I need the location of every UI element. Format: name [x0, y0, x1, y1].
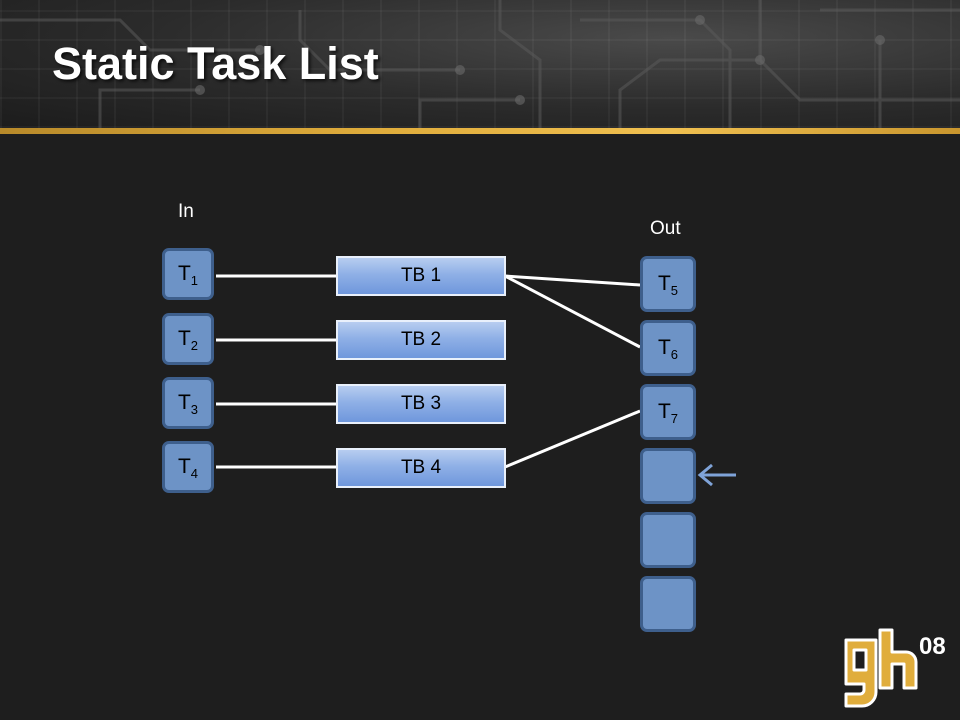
- input-task-subscript: 1: [190, 272, 199, 288]
- thread-block-4: TB 4: [336, 448, 506, 488]
- input-task-subscript: 4: [190, 465, 199, 481]
- output-slot-6-empty: [640, 576, 696, 632]
- slide-title: Static Task List: [52, 38, 379, 89]
- gh08-logo-icon: 08: [844, 628, 946, 708]
- thread-block-2: TB 2: [336, 320, 506, 360]
- input-column-label: In: [178, 201, 194, 222]
- connector-tb1-t5: [504, 274, 641, 287]
- output-slot-5-empty: [640, 512, 696, 568]
- input-task-label: T: [177, 327, 191, 350]
- output-slot-4-empty: [640, 448, 696, 504]
- output-task-subscript: 6: [670, 346, 679, 362]
- input-task-subscript: 2: [190, 337, 199, 353]
- output-column-label: Out: [650, 218, 681, 239]
- input-task-label: T: [177, 262, 191, 285]
- input-task-label: T: [177, 455, 191, 478]
- header-accent-bar: [0, 128, 960, 134]
- slide-body: [0, 134, 960, 720]
- output-task-label: T: [657, 272, 671, 295]
- thread-block-3: TB 3: [336, 384, 506, 424]
- svg-text:08: 08: [919, 633, 946, 660]
- thread-block-1: TB 1: [336, 256, 506, 296]
- input-task-subscript: 3: [190, 401, 199, 417]
- output-task-subscript: 7: [670, 410, 679, 426]
- slide-header: Static Task List: [0, 0, 960, 128]
- left-arrow-icon: [697, 463, 736, 487]
- connector-tb4-t7: [504, 409, 641, 469]
- output-task-label: T: [657, 336, 671, 359]
- connector-tb1-t6: [504, 274, 641, 349]
- output-task-subscript: 5: [670, 282, 679, 298]
- output-task-label: T: [657, 400, 671, 423]
- circuit-board-background: [0, 0, 960, 128]
- input-task-label: T: [177, 391, 191, 414]
